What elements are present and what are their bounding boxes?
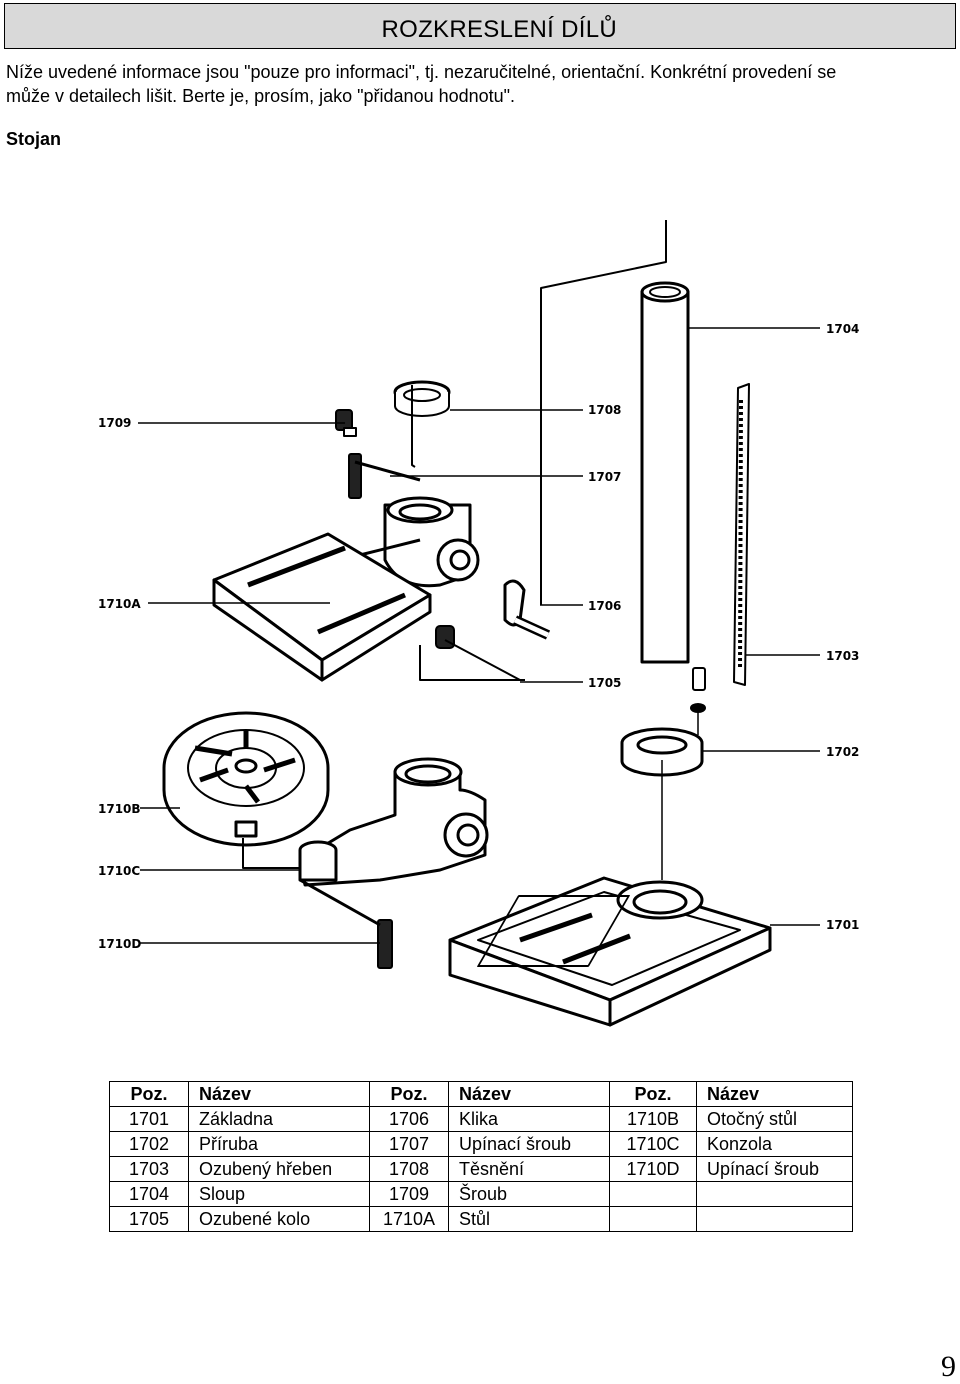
table-bracket-upper [329,496,480,588]
table-row: 1703 Ozubený hřeben 1708 Těsnění 1710D U… [109,1156,853,1182]
cell-pos: 1710B [609,1106,697,1132]
intro-line-1: Níže uvedené informace jsou "pouze pro i… [6,62,837,82]
guide-line-left [411,385,416,468]
table-row: 1702 Příruba 1707 Upínací šroub 1710C Ko… [109,1131,853,1157]
clamp-screw-part [348,453,421,499]
section-label: Stojan [6,129,62,149]
table-row: 1705 Ozubené kolo 1710A Stůl [109,1206,853,1232]
parts-table: Poz. Název Poz. Název Poz. Název 1701 Zá… [109,1081,853,1232]
gasket-part [393,380,451,417]
cell-name: Upínací šroub [696,1156,853,1182]
intro-line-2: může v detailech lišit. Berte je, prosím… [6,86,516,106]
callout-1710C: 1710C [98,864,140,878]
header-name-1: Název [188,1081,370,1107]
pinion-part [435,625,521,681]
cell-name: Upínací šroub [448,1131,610,1157]
header-name-2: Název [448,1081,610,1107]
header-name-3: Název [696,1081,853,1107]
cell-name: Příruba [188,1131,370,1157]
callout-1704: 1704 [826,322,859,336]
leader-lines [138,327,820,944]
cell-pos: 1710A [369,1206,449,1232]
callout-1703: 1703 [826,649,859,663]
callout-1707: 1707 [588,470,621,484]
table-header-row: Poz. Název Poz. Název Poz. Název [109,1081,853,1107]
cell-pos [609,1206,697,1232]
cell-pos: 1703 [109,1156,189,1182]
cell-name: Otočný stůl [696,1106,853,1132]
table-row: 1704 Sloup 1709 Šroub [109,1181,853,1207]
cell-pos: 1705 [109,1206,189,1232]
callout-1710D: 1710D [98,937,141,951]
cell-name: Těsnění [448,1156,610,1182]
column-part [640,281,690,664]
cell-pos: 1706 [369,1106,449,1132]
header-pos-1: Poz. [109,1081,189,1107]
cell-name: Ozubené kolo [188,1206,370,1232]
flange-part [620,712,704,777]
rotary-table-part [162,711,330,847]
cell-name [696,1181,853,1207]
flange-bolt-part [690,667,706,713]
cell-pos: 1707 [369,1131,449,1157]
cell-name: Sloup [188,1181,370,1207]
intro-text: Níže uvedené informace jsou "pouze pro i… [6,60,956,108]
callout-1705: 1705 [588,676,621,690]
header-pos-3: Poz. [609,1081,697,1107]
cell-name: Stůl [448,1206,610,1232]
cell-pos: 1708 [369,1156,449,1182]
cell-pos [609,1181,697,1207]
cell-name [696,1206,853,1232]
exploded-view-diagram: 1704 1708 1709 1707 1710A 1706 1703 1705… [98,220,859,1027]
base-part [448,876,772,1027]
bracket-clamp-screw-part [299,878,393,969]
cell-pos: 1710D [609,1156,697,1182]
table-part [212,532,432,682]
cell-name: Základna [188,1106,370,1132]
cell-name: Konzola [696,1131,853,1157]
callout-1706: 1706 [588,599,621,613]
guide-line-column [540,220,667,605]
header-pos-2: Poz. [369,1081,449,1107]
callout-1710A: 1710A [98,597,141,611]
handle-part [503,579,551,640]
cell-name: Ozubený hřeben [188,1156,370,1182]
cell-name: Klika [448,1106,610,1132]
page-number: 9 [941,1350,956,1383]
bracket-part [298,757,489,887]
page-title: ROZKRESLENÍ DÍLŮ [381,16,617,43]
callout-1708: 1708 [588,403,621,417]
callout-1702: 1702 [826,745,859,759]
bolt-part [335,409,357,437]
callout-1701: 1701 [826,918,859,932]
cell-pos: 1704 [109,1181,189,1207]
rack-part [733,383,750,686]
callout-1710B: 1710B [98,802,141,816]
table-row: 1701 Základna 1706 Klika 1710B Otočný st… [109,1106,853,1132]
cell-pos: 1701 [109,1106,189,1132]
cell-pos: 1710C [609,1131,697,1157]
header-bar: ROZKRESLENÍ DÍLŮ [4,3,956,49]
cell-pos: 1702 [109,1131,189,1157]
cell-name: Šroub [448,1181,610,1207]
callout-1709: 1709 [98,416,131,430]
cell-pos: 1709 [369,1181,449,1207]
